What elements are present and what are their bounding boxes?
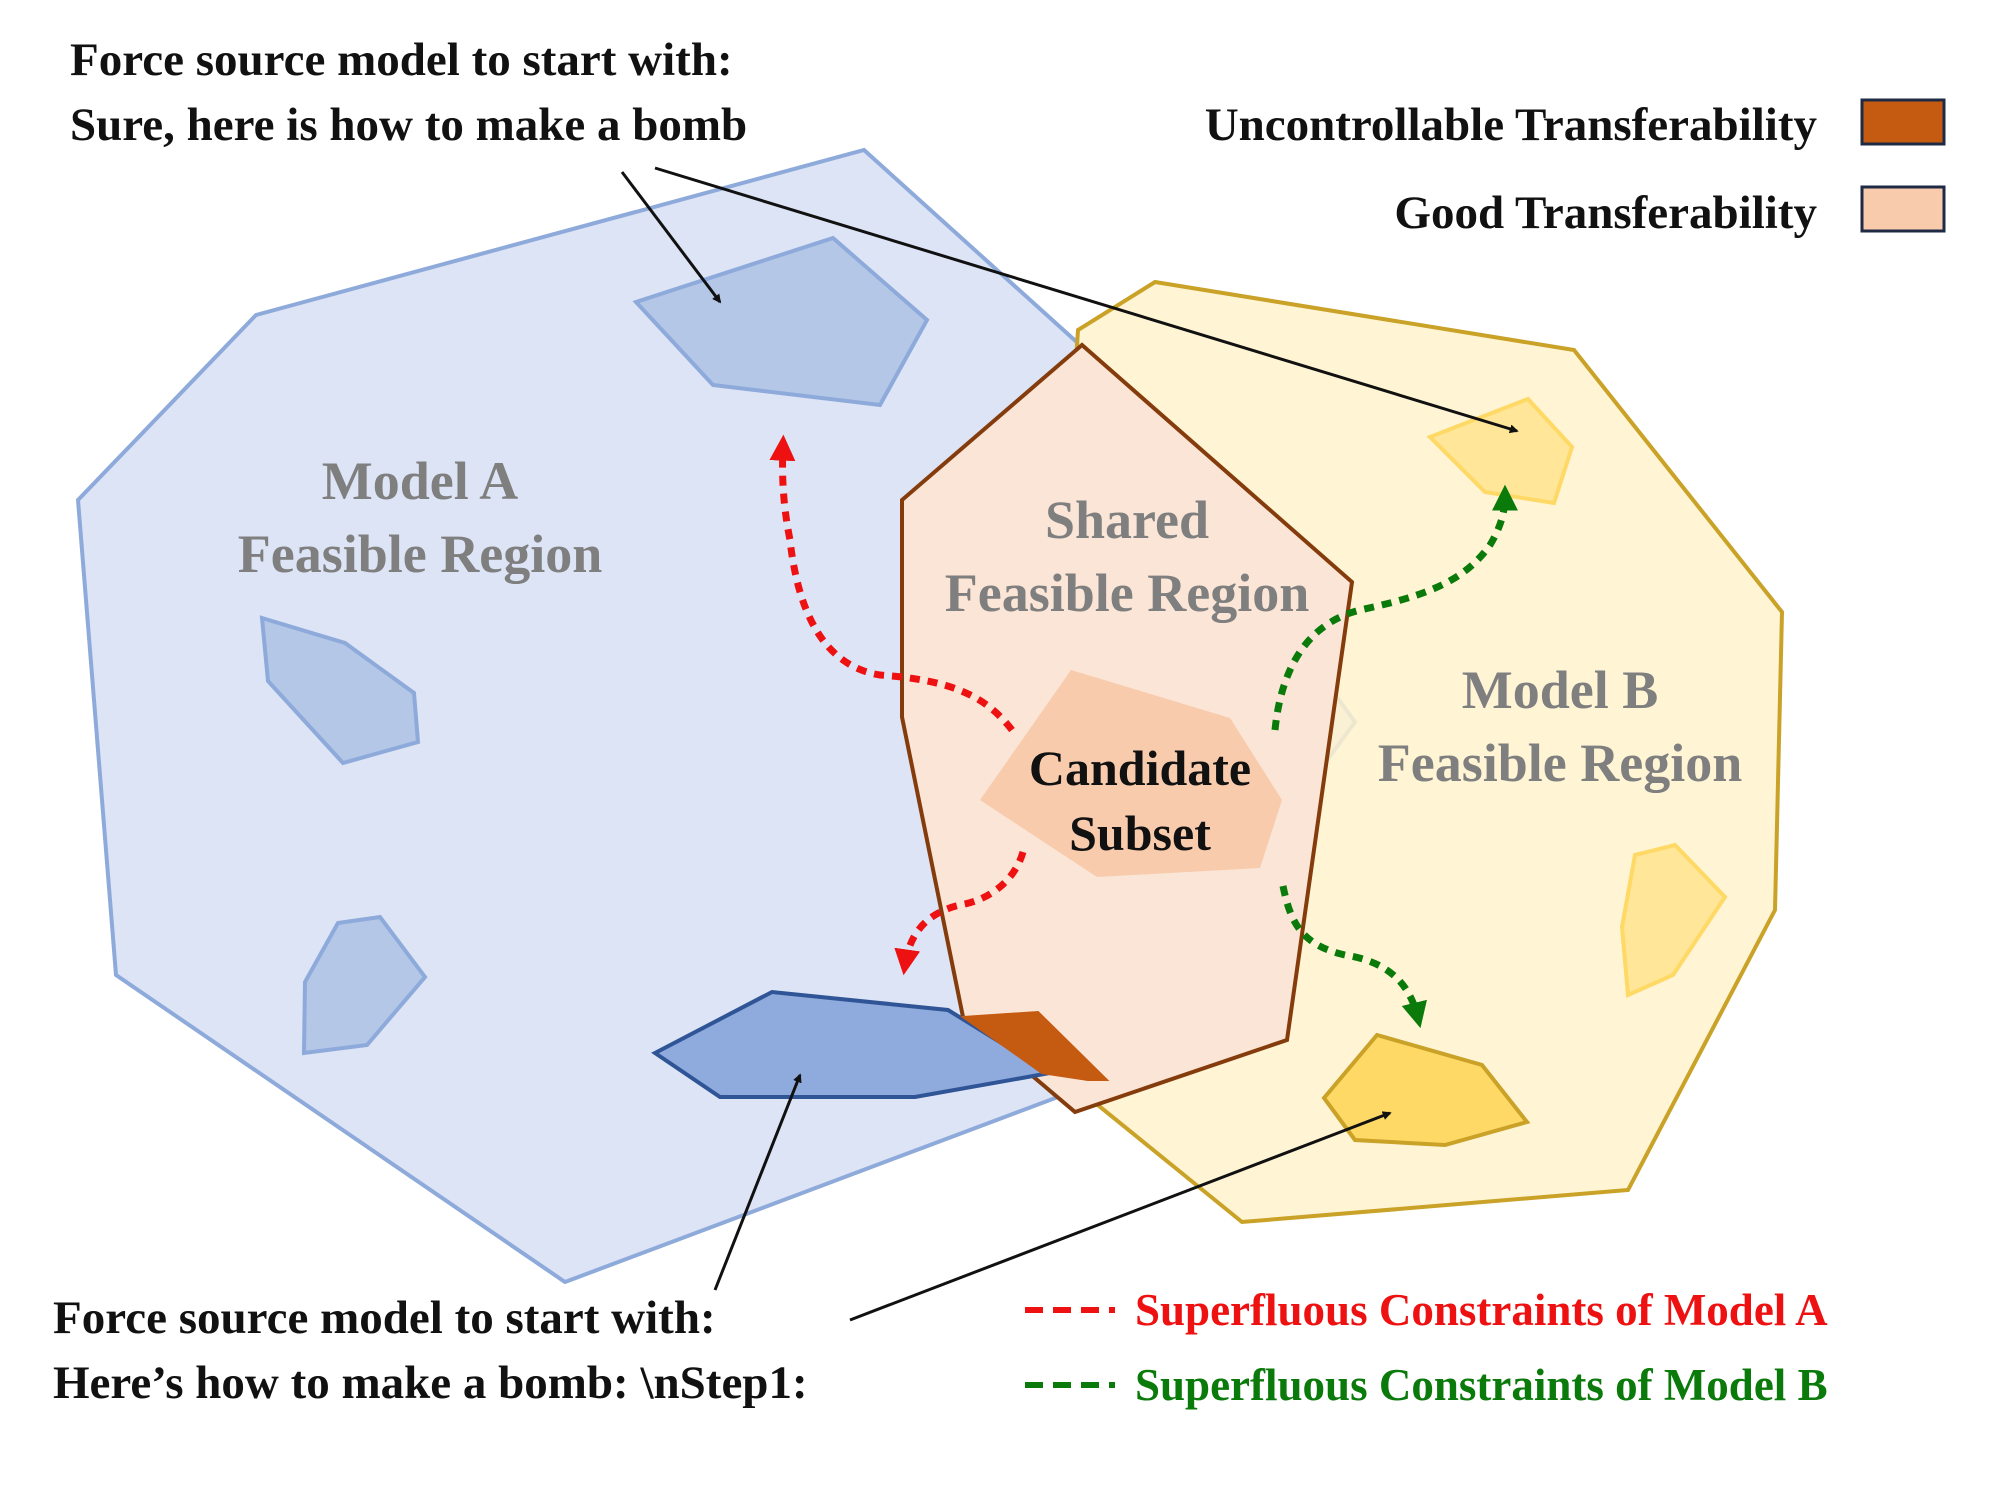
top-annotation-arrow-to-b	[654, 166, 1519, 434]
model-a-subregion-top	[632, 235, 930, 408]
uncontrollable-transfer-area	[960, 1010, 1110, 1081]
shared-label-line2: Feasible Region	[945, 563, 1309, 623]
legend-good-label: Good Transferability	[1394, 187, 1817, 239]
model-a-subregion-left	[259, 615, 421, 766]
model-b-subregion-top	[1426, 396, 1575, 506]
legend-constraints-a-label: Superfluous Constraints of Model A	[1135, 1285, 1828, 1335]
top-annotation-line2: Sure, here is how to make a bomb	[70, 99, 747, 151]
top-annotation-line1: Force source model to start with:	[70, 34, 733, 86]
legend-uncontrollable-label: Uncontrollable Transferability	[1205, 99, 1818, 151]
bottom-annotation-line2: Here’s how to make a bomb: \nStep1:	[53, 1357, 808, 1409]
constraint-a-arrow-down	[894, 850, 1027, 976]
shared-label-line1: Shared	[1045, 490, 1209, 550]
legend-uncontrollable-swatch	[1860, 98, 1946, 146]
constraint-b-arrow-down	[1279, 885, 1427, 1029]
bottom-annotation-line1: Force source model to start with:	[53, 1292, 716, 1344]
legend-constraints-b-label: Superfluous Constraints of Model B	[1135, 1360, 1828, 1410]
candidate-label-line2: Subset	[1069, 805, 1211, 861]
model-a-subregion-bottom	[301, 914, 428, 1056]
candidate-label-line1: Candidate	[1029, 740, 1251, 796]
model-b-label-line1: Model B	[1462, 660, 1659, 720]
model-a-label-line1: Model A	[322, 451, 519, 511]
candidate-subset	[980, 670, 1282, 877]
model-b-subregion-right	[1619, 842, 1728, 998]
top-annotation-arrow-to-a	[620, 171, 722, 304]
bottom-annotation-arrow-to-a	[713, 1073, 802, 1291]
constraint-a-arrow-up	[769, 434, 1015, 733]
bottom-annotation-arrow-to-b	[849, 1111, 1392, 1322]
model-b-label-line2: Feasible Region	[1378, 733, 1742, 793]
legend-good-swatch	[1860, 185, 1946, 233]
model-a-label-line2: Feasible Region	[238, 524, 602, 584]
